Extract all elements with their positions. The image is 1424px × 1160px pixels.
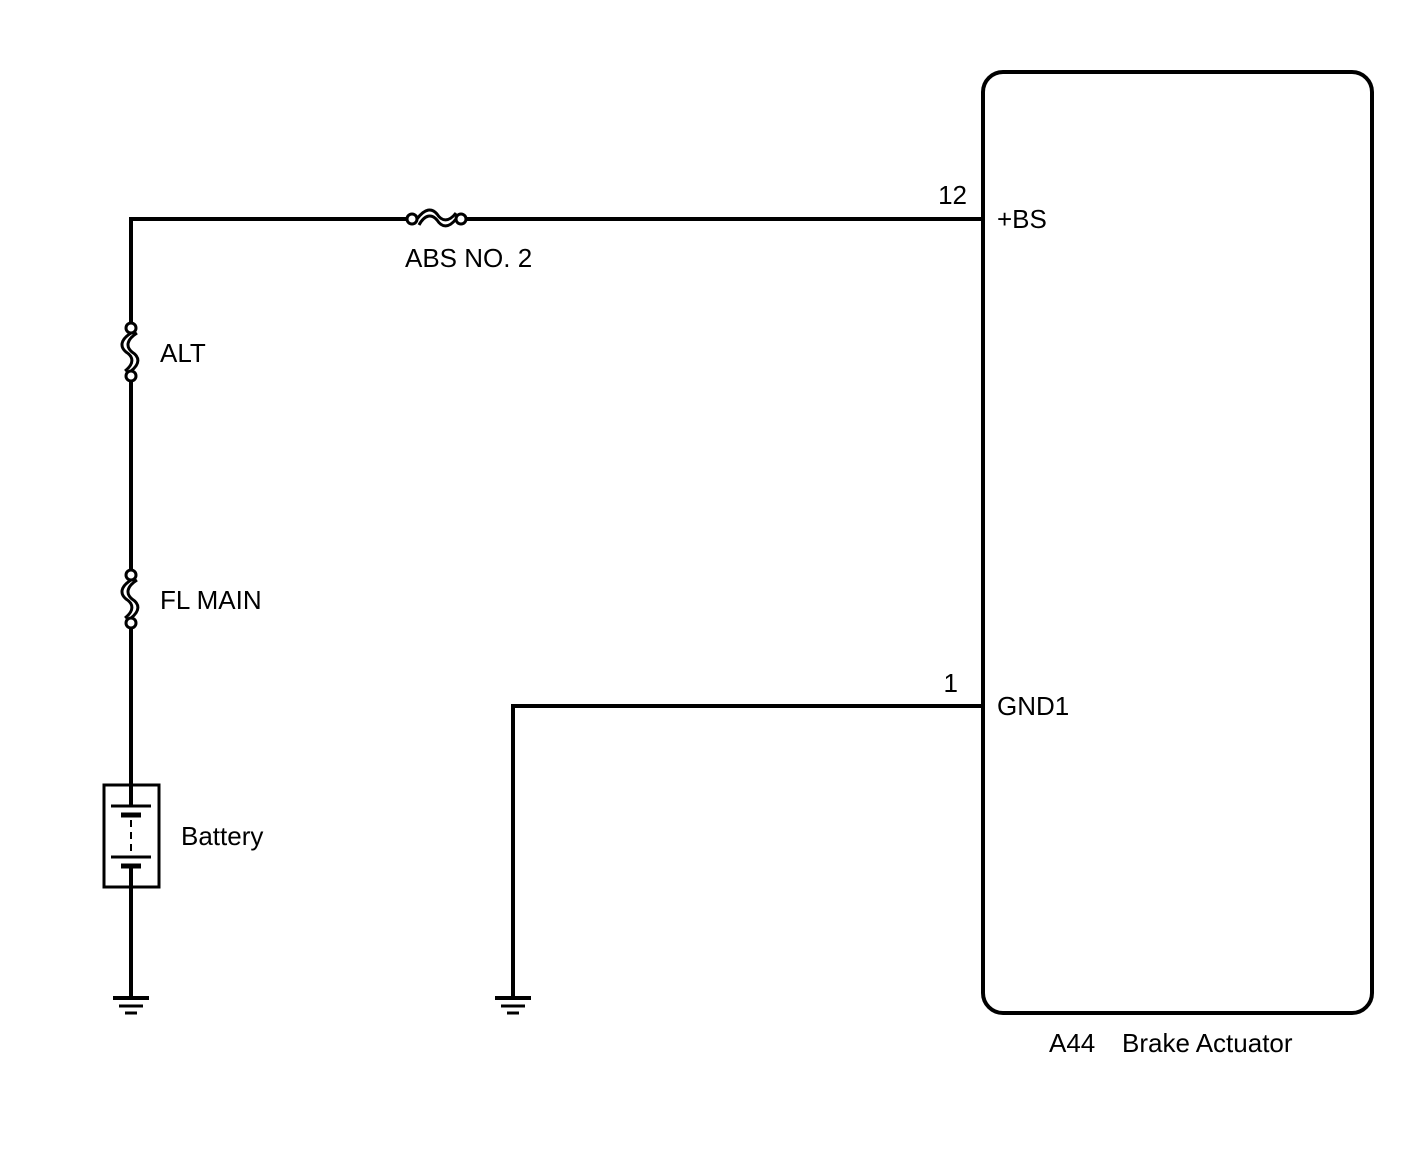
brake-actuator-box [981,70,1374,1015]
fuse-abs-no2-label: ABS NO. 2 [405,243,532,273]
fuse-alt-label: ALT [160,338,206,368]
fuse-fl-main [120,568,140,630]
battery-symbol [102,783,161,889]
battery-label: Battery [181,821,263,851]
power-wire [129,217,985,999]
fuse-abs-no2 [405,208,468,228]
pin-12-name: +BS [997,204,1047,234]
pin-12-number: 12 [938,180,967,210]
ground-wire [511,704,985,999]
pin-1-number: 1 [944,668,958,698]
ground-symbol-battery [113,996,149,1015]
fuse-fl-main-label: FL MAIN [160,585,262,615]
fuse-alt [120,321,140,383]
component-name: Brake Actuator [1122,1028,1293,1058]
ground-symbol-actuator [495,996,531,1015]
pin-1-name: GND1 [997,691,1069,721]
component-code: A44 [1049,1028,1095,1058]
